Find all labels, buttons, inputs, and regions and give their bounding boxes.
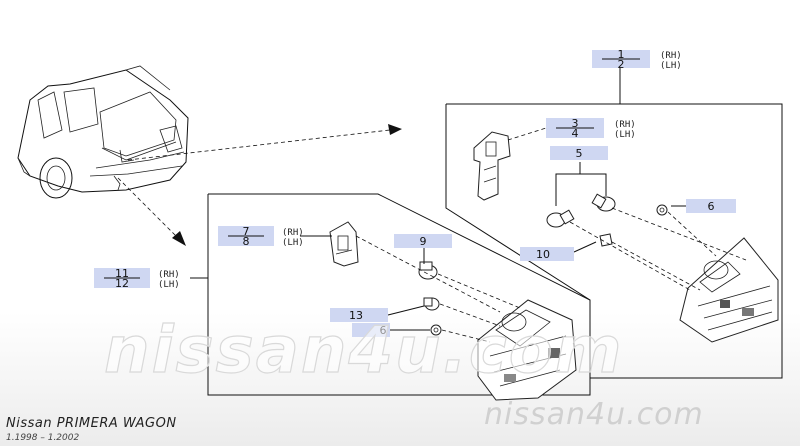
watermark-center: nissan4u.com <box>104 314 623 388</box>
callout-1-2-rh: (RH) <box>660 51 682 61</box>
callout-6-lower: 6 <box>352 323 390 337</box>
callout-9: 9 <box>394 234 452 248</box>
callout-6-upper: 6 <box>686 199 736 213</box>
callout-3-4-rh: (RH) <box>614 120 636 130</box>
callout-1-2: 1 2 (RH) (LH) <box>592 48 682 71</box>
callout-11-12-lh: (LH) <box>158 280 180 290</box>
model-caption: Nissan PRIMERA WAGON <box>6 416 177 431</box>
years-caption: 1.1998 – 1.2002 <box>6 433 79 443</box>
callout-7-8: 7 8 (RH) (LH) <box>218 225 304 248</box>
watermark-corner: nissan4u.com <box>484 397 704 432</box>
callout-1-2-lower: 2 <box>618 58 625 71</box>
callout-9-label: 9 <box>420 235 427 248</box>
callout-10-label: 10 <box>536 248 550 261</box>
callout-3-4: 3 4 (RH) (LH) <box>546 117 636 140</box>
bulb-5b <box>591 193 616 212</box>
bracket-upper <box>473 131 511 201</box>
callout-3-4-lh: (LH) <box>614 130 636 140</box>
callout-6-upper-label: 6 <box>708 200 715 213</box>
callout-7-8-lh: (LH) <box>282 238 304 248</box>
callout-7-8-rh: (RH) <box>282 228 304 238</box>
callout-1-2-upper: 1 <box>618 48 625 61</box>
bulb-9 <box>418 261 438 280</box>
washer-10 <box>599 233 613 247</box>
callout-6-lower-label: 6 <box>380 324 387 337</box>
bulb-5a <box>546 209 575 228</box>
callout-7-8-lower: 8 <box>243 235 250 248</box>
callout-11-12-upper: 11 <box>115 267 129 280</box>
bracket-lower <box>329 221 359 267</box>
guide-lines-lower <box>190 235 521 343</box>
callout-11-12: 11 12 (RH) (LH) <box>94 267 180 290</box>
callout-1-2-lh: (LH) <box>660 61 682 71</box>
grommet-6b <box>430 324 442 336</box>
guide-lines-upper <box>507 68 747 291</box>
pointer-arrows <box>117 124 402 246</box>
callout-7-8-upper: 7 <box>243 225 250 238</box>
callout-11-12-rh: (RH) <box>158 270 180 280</box>
callout-11-12-lower: 12 <box>115 277 129 290</box>
lamp-lower <box>477 299 577 401</box>
lamp-upper <box>679 237 779 343</box>
callout-13-label: 13 <box>349 309 363 322</box>
bulb-13 <box>423 297 440 311</box>
callout-5: 5 <box>550 146 608 160</box>
arrow-head-right <box>388 124 402 135</box>
callout-3-4-upper: 3 <box>572 117 579 130</box>
callout-5-label: 5 <box>576 147 583 160</box>
arrow-head-down <box>172 231 186 246</box>
car-illustration <box>17 65 189 199</box>
callout-3-4-lower: 4 <box>572 127 579 140</box>
grommet-6a <box>656 204 668 216</box>
callout-13: 13 <box>330 308 388 322</box>
frame-lower-left <box>207 193 591 396</box>
callout-10: 10 <box>520 247 574 261</box>
